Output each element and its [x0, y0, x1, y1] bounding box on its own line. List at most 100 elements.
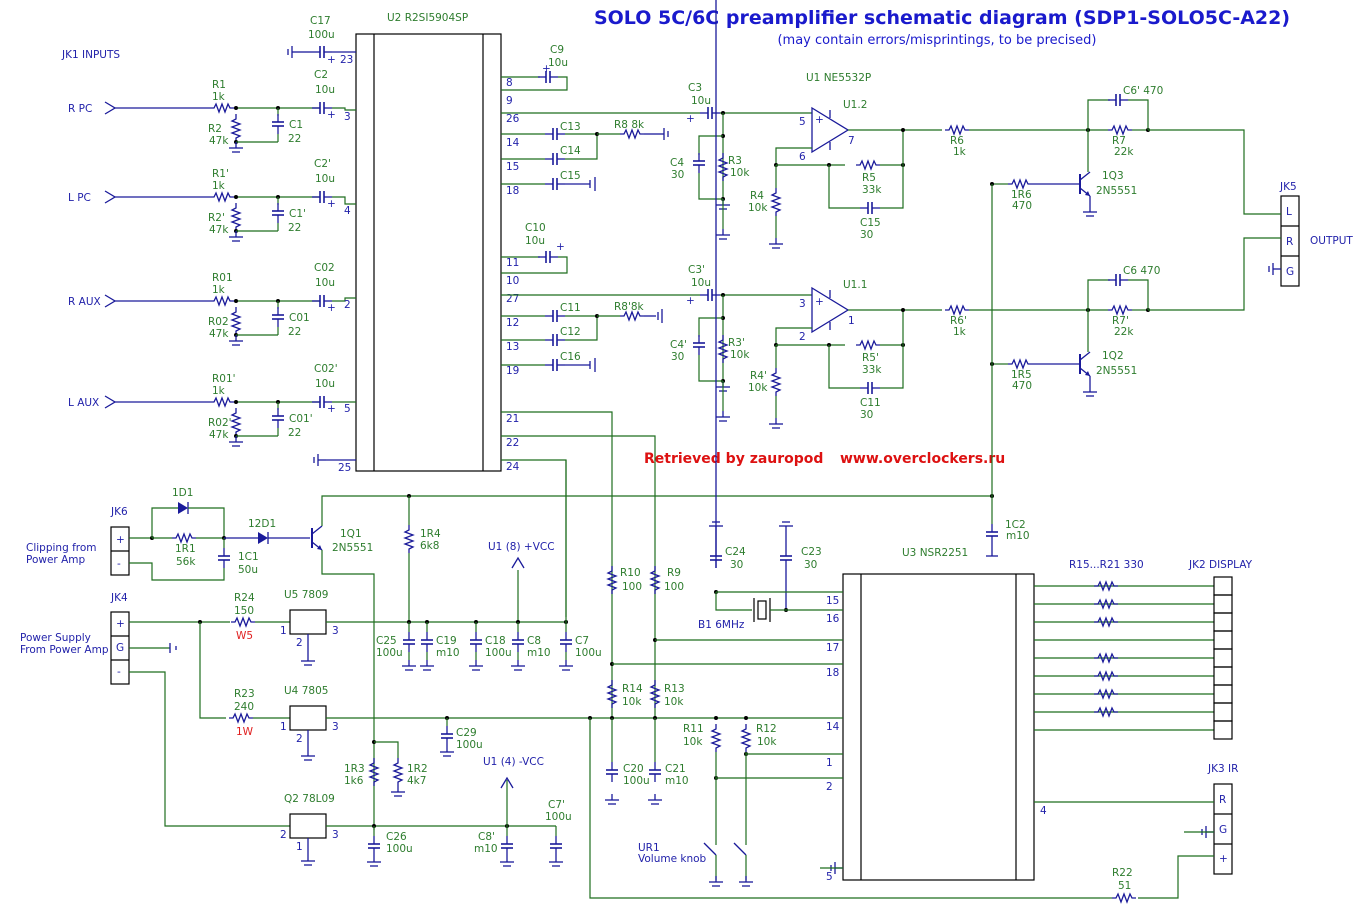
credit-url[interactable]: www.overclockers.ru — [840, 451, 1005, 467]
junction-dot — [901, 308, 905, 312]
u2-pin-12: 12 — [506, 317, 519, 329]
jk5-pin-g: G — [1286, 266, 1294, 278]
c24-value: 30 — [730, 559, 743, 571]
c29-value: 100u — [456, 739, 483, 751]
coupling-capacitor-value: 10u — [315, 173, 335, 185]
r14-value: 10k — [622, 696, 642, 708]
series-resistor-label: R1' — [212, 168, 229, 180]
r22-value: 51 — [1118, 880, 1131, 892]
clipping-label-2: Power Amp — [26, 554, 85, 566]
rail-capacitor — [469, 631, 483, 653]
ground-icon — [1082, 385, 1098, 397]
junction-dot — [234, 195, 238, 199]
c8p-value: m10 — [474, 843, 498, 855]
rail-capacitor — [559, 631, 573, 653]
ground-icon — [715, 228, 731, 240]
wire — [698, 355, 723, 382]
series-resistor-label: R01' — [212, 373, 236, 385]
u3-pin-15: 15 — [826, 595, 839, 607]
r5-value: 33k — [862, 364, 882, 376]
u2-pin-27: 27 — [506, 293, 519, 305]
coupling-capacitor — [699, 106, 721, 120]
shunt-resistor — [231, 113, 241, 143]
clipping-label-1: Clipping from — [26, 542, 97, 554]
r3-resistor — [718, 152, 728, 182]
u2-pin-18: 18 — [506, 185, 519, 197]
r7-label: R7' — [1112, 315, 1129, 327]
u2-pin-number: 4 — [344, 205, 351, 217]
r7-value: 22k — [1114, 146, 1134, 158]
coupling-capacitor — [699, 288, 721, 302]
c26-label: C26 — [386, 831, 407, 843]
u2-pin-26: 26 — [506, 113, 520, 125]
plus-sign: + — [327, 198, 336, 210]
transistor-type: 2N5551 — [1096, 185, 1137, 197]
c10-label: C10 — [525, 222, 546, 234]
jk6-pin-minus: - — [117, 558, 121, 570]
wire — [332, 297, 356, 302]
c4-value: 30 — [671, 169, 684, 181]
series-resistor-value: 1k — [212, 180, 226, 192]
series-resistor — [209, 103, 235, 113]
r7-resistor — [1107, 305, 1133, 315]
rail-cap-label: C25 — [376, 635, 397, 647]
u2-pin-19: 19 — [506, 365, 519, 377]
u3-pin-4: 4 — [1040, 805, 1047, 817]
wire — [698, 317, 723, 337]
c20-value: 100u — [623, 775, 650, 787]
u2-pin-24: 24 — [506, 461, 520, 473]
rail-capacitor — [511, 631, 525, 653]
transistor-type: 2N5551 — [1096, 365, 1137, 377]
r24-wattage: W5 — [236, 630, 253, 642]
u3-pin-5: 5 — [826, 871, 833, 883]
r6-label: R6' — [950, 315, 967, 327]
shunt-capacitor-label: C1' — [289, 208, 306, 220]
credit-text: Retrieved by zauropod — [644, 451, 823, 467]
1d1-label: 1D1 — [172, 487, 193, 499]
coupling-capacitor-label: C02' — [314, 363, 338, 375]
r5-label: R5 — [862, 172, 876, 184]
r12-label: R12 — [756, 723, 777, 735]
1r3-label: 1R3 — [344, 763, 365, 775]
1c1-value: 50u — [238, 564, 258, 576]
series-resistor-label: R01 — [212, 272, 233, 284]
ground-icon — [510, 659, 526, 671]
shunt-resistor-label: R2 — [208, 123, 222, 135]
u4-pin-3: 3 — [332, 721, 339, 733]
wire — [880, 130, 904, 209]
wire — [775, 147, 812, 165]
c23-label: C23 — [801, 546, 822, 558]
display-pin — [1213, 576, 1233, 596]
u2-pin-15: 15 — [506, 161, 519, 173]
c4-label: C4 — [670, 157, 684, 169]
jk3-label: JK3 IR — [1207, 763, 1238, 775]
shunt-capacitor-value: 22 — [288, 427, 301, 439]
u2-pin-25-ground: 25 — [313, 453, 356, 474]
shunt-resistor-label: R2' — [208, 212, 225, 224]
jk4-pin-g: G — [116, 642, 124, 654]
shunt-resistor-value: 47k — [209, 224, 229, 236]
series-resistor — [209, 192, 235, 202]
opamp-symbol — [811, 287, 849, 333]
rail-cap-value: 100u — [376, 647, 403, 659]
r4-label: R4' — [750, 370, 767, 382]
power-label-2: From Power Amp — [20, 644, 109, 656]
1r2-label: 1R2 — [407, 763, 428, 775]
display-pin — [1213, 684, 1233, 704]
shunt-capacitor-label: C01 — [289, 312, 310, 324]
rail-cap-value: m10 — [436, 647, 460, 659]
u4-pin-2: 2 — [296, 733, 303, 745]
transistor-symbol — [1079, 171, 1091, 197]
plus-sign: + — [686, 113, 695, 125]
c8p-label: C8' — [478, 831, 495, 843]
u2-pin-9: 9 — [506, 95, 513, 107]
series-resistor-label: R1 — [212, 79, 226, 91]
c4-label: C4' — [670, 339, 687, 351]
junction-dot — [234, 106, 238, 110]
c11-label: C11 — [560, 302, 581, 314]
r24-label: R24 — [234, 592, 255, 604]
c13-label: C13 — [560, 121, 581, 133]
u3-pin-17: 17 — [826, 642, 839, 654]
